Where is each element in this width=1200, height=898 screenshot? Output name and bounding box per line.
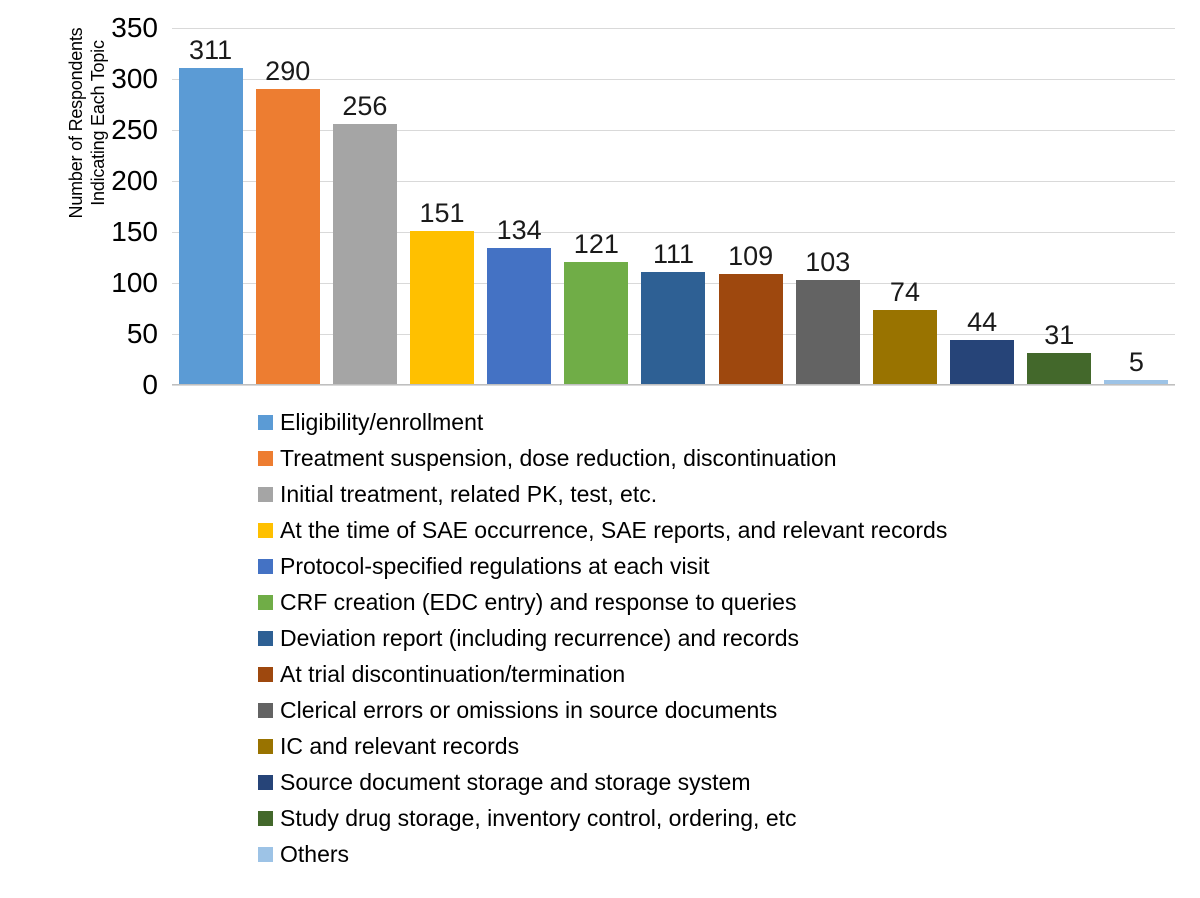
legend-item-label: At trial discontinuation/termination (280, 661, 626, 687)
bar-slot: 134 (481, 28, 558, 385)
legend-item[interactable]: At the time of SAE occurrence, SAE repor… (258, 512, 1188, 548)
gridline (172, 79, 1175, 80)
legend-item[interactable]: Eligibility/enrollment (258, 404, 1188, 440)
y-axis-title-line-1: Number of Respondents (66, 27, 86, 219)
legend-item[interactable]: CRF creation (EDC entry) and response to… (258, 584, 1188, 620)
legend-item-label: At the time of SAE occurrence, SAE repor… (280, 517, 948, 543)
bar-slot: 44 (944, 28, 1021, 385)
legend-swatch-icon (258, 846, 273, 862)
bar[interactable] (872, 309, 937, 385)
bar[interactable] (332, 123, 397, 385)
bar-value-label: 121 (573, 228, 619, 259)
bar-value-label: 111 (652, 238, 695, 269)
bar[interactable] (1104, 379, 1169, 385)
legend-item-label: IC and relevant records (280, 733, 520, 759)
legend-item[interactable]: Others (258, 836, 1188, 872)
y-axis-tick-label: 350 (111, 12, 158, 43)
legend-item[interactable]: Initial treatment, related PK, test, etc… (258, 476, 1188, 512)
bar-value-label: 311 (189, 34, 233, 65)
bar-value-label: 134 (496, 215, 542, 246)
legend-item-label: Clerical errors or omissions in source d… (280, 697, 778, 723)
x-axis-line (172, 384, 1175, 385)
bar-value-label: 5 (1128, 346, 1144, 377)
legend-item-label: Eligibility/enrollment (280, 409, 484, 435)
legend-item[interactable]: Protocol-specified regulations at each v… (258, 548, 1188, 584)
legend-swatch-icon (258, 774, 273, 790)
legend-swatch-icon (258, 666, 273, 682)
bar-slot: 74 (866, 28, 943, 385)
legend-item[interactable]: Source document storage and storage syst… (258, 764, 1188, 800)
bar-slot: 111 (635, 28, 712, 385)
gridline (172, 232, 1175, 233)
y-axis-tick-label: 0 (142, 369, 158, 400)
legend-item[interactable]: Clerical errors or omissions in source d… (258, 692, 1188, 728)
y-axis-tick-label: 150 (111, 216, 158, 247)
y-axis-tick-label: 100 (111, 267, 158, 298)
bar-slot: 151 (403, 28, 480, 385)
y-axis-tick-label: 200 (111, 165, 158, 196)
legend-swatch-icon (258, 522, 273, 538)
gridline (172, 181, 1175, 182)
bar-value-label: 109 (728, 240, 774, 271)
legend-swatch-icon (258, 810, 273, 826)
y-axis-tick-labels: 350 300 250 200 150 100 50 0 (88, 0, 166, 400)
legend-item-label: Treatment suspension, dose reduction, di… (280, 445, 837, 471)
bar[interactable] (410, 230, 475, 385)
bar-value-label: 44 (967, 307, 998, 338)
bar[interactable] (950, 340, 1015, 385)
bar[interactable] (487, 248, 552, 385)
gridline (172, 385, 1175, 386)
legend-swatch-icon (258, 630, 273, 646)
gridline (172, 28, 1175, 29)
y-axis-tick-label: 50 (126, 318, 158, 349)
bar-value-label: 103 (805, 246, 851, 277)
legend-swatch-icon (258, 558, 273, 574)
bar-slot: 290 (249, 28, 326, 385)
bar-slot: 103 (789, 28, 866, 385)
bar-slot: 31 (1021, 28, 1098, 385)
bar-slot: 121 (558, 28, 635, 385)
bar[interactable] (1027, 353, 1092, 385)
bar[interactable] (795, 279, 860, 385)
bar-value-label: 290 (265, 56, 311, 87)
bar-slot: 5 (1098, 28, 1175, 385)
legend-item-label: Deviation report (including recurrence) … (280, 625, 800, 651)
legend-item[interactable]: Treatment suspension, dose reduction, di… (258, 440, 1188, 476)
legend-item-label: Source document storage and storage syst… (280, 769, 751, 795)
gridline (172, 130, 1175, 131)
bar-value-label: 74 (889, 276, 920, 307)
legend-swatch-icon (258, 738, 273, 754)
legend-swatch-icon (258, 414, 273, 430)
legend-swatch-icon (258, 486, 273, 502)
legend-item-label: CRF creation (EDC entry) and response to… (280, 589, 797, 615)
y-axis-tick-label: 300 (111, 63, 158, 94)
bar-slot: 256 (326, 28, 403, 385)
plot-area: 311 290 256 151 134 121 111 109 103 74 44 31 5 (172, 28, 1175, 386)
legend-item[interactable]: Study drug storage, inventory control, o… (258, 800, 1188, 836)
legend-item-label: Protocol-specified regulations at each v… (280, 553, 710, 579)
bar-slot: 311 (172, 28, 249, 385)
legend-item[interactable]: At trial discontinuation/termination (258, 656, 1188, 692)
y-axis-tick-label: 250 (111, 114, 158, 145)
legend-item[interactable]: IC and relevant records (258, 728, 1188, 764)
legend-item-label: Study drug storage, inventory control, o… (280, 805, 797, 831)
bar[interactable] (641, 271, 706, 385)
legend-item[interactable]: Deviation report (including recurrence) … (258, 620, 1188, 656)
bar-value-label: 151 (419, 197, 465, 228)
legend-item-label: Others (280, 841, 350, 867)
legend-item-label: Initial treatment, related PK, test, etc… (280, 481, 658, 507)
bar-slot: 109 (712, 28, 789, 385)
bar[interactable] (178, 67, 243, 385)
bar-series: 311 290 256 151 134 121 111 109 103 74 44 31 5 (172, 28, 1175, 385)
bar[interactable] (718, 273, 783, 385)
legend-swatch-icon (258, 702, 273, 718)
legend-swatch-icon (258, 450, 273, 466)
bar-value-label: 31 (1044, 320, 1075, 351)
bar[interactable] (255, 89, 320, 385)
bar[interactable] (564, 261, 629, 385)
bar-value-label: 256 (342, 90, 388, 121)
legend-swatch-icon (258, 594, 273, 610)
